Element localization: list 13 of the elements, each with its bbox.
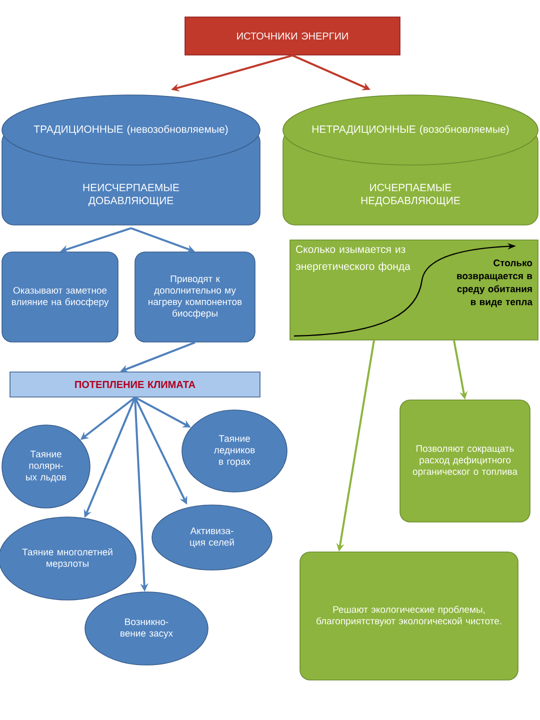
ellipse-node: Таяние полярн- ых льдов bbox=[2, 424, 90, 508]
text-box: Оказывают заметное влияние на биосферу bbox=[2, 252, 118, 342]
text-box: Сколько изымается из энергетического фонда Столько возвращается в среду обитания в виде тепла bbox=[290, 240, 538, 340]
text-box: Решают экологические проблемы, благоприятствуют экологической чистоте. bbox=[300, 552, 518, 680]
ellipse-node: Таяние ледников в горах bbox=[182, 410, 288, 492]
cylinder-box: ТРАДИЦИОННЫЕ (невозобновляемые) НЕИСЧЕРПАЕМЫЕ ДОБАВЛЯЮЩИЕ bbox=[2, 94, 260, 226]
banner-box: ПОТЕПЛЕНИЕ КЛИМАТА bbox=[10, 372, 260, 398]
title-box: ИСТОЧНИКИ ЭНЕРГИИ bbox=[184, 16, 400, 56]
ellipse-node: Возникно- вение засух bbox=[84, 592, 208, 666]
text-box: Позволяют сокращать расход дефицитного органическог о топлива bbox=[400, 400, 530, 522]
ellipse-node: Активиза- ция селей bbox=[152, 504, 272, 570]
text-box: Приводят к дополнительно му нагреву компонентов биосферы bbox=[134, 252, 256, 342]
cylinder-box: НЕТРАДИЦИОННЫЕ (возобновляемые) ИСЧЕРПАЕМЫЕ НЕДОБАВЛЯЮЩИЕ bbox=[282, 94, 538, 226]
